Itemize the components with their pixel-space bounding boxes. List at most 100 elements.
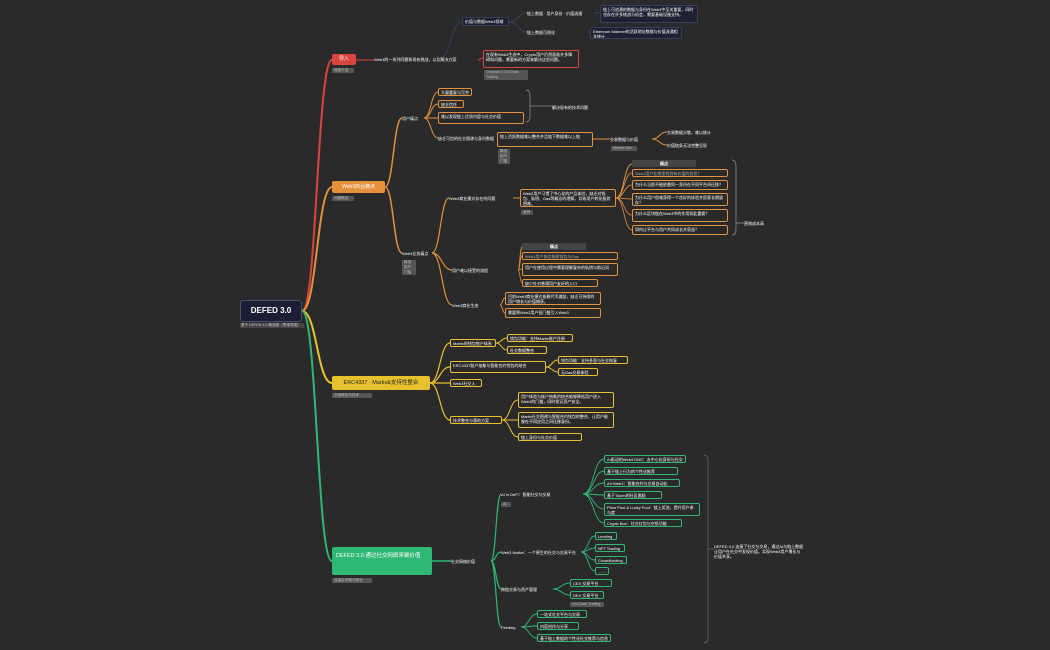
- web3-p1f2-note: Metrics Info: [611, 146, 637, 151]
- defed-d4a[interactable]: 一站式社交平台与交易: [537, 610, 587, 618]
- web3-q6[interactable]: 用户在使用过程中需要理解复杂的私钥与助记词: [522, 263, 618, 276]
- top-a1[interactable]: 链上数据 · 用户身份 · 价值流通: [527, 11, 583, 16]
- web3-p2a-detail: Web2用户习惯了中心化的产品体验，缺乏对钱包、私钥、Gas等概念的理解，导致用…: [520, 189, 616, 207]
- branch-defed[interactable]: DEFED 3.0 通过社交网络来聚价值: [332, 547, 432, 575]
- connector: [477, 57, 484, 61]
- web3-p1[interactable]: 用户痛点: [402, 116, 418, 121]
- branch-erc[interactable]: ERC4337 · Martix&支持性整合: [332, 376, 430, 390]
- connector: [490, 493, 502, 562]
- connector: [582, 493, 605, 510]
- defed-d2a[interactable]: Lending: [595, 532, 617, 540]
- defed-d1f[interactable]: Crypto Box：社交红包与空投功能: [604, 519, 682, 527]
- defed-d2[interactable]: Web3 Native：一个原生的社交与交易平台: [501, 550, 576, 555]
- web3-p1f2[interactable]: 交易数据与价值: [610, 137, 638, 142]
- edge-top: [439, 21, 463, 59]
- web3-p1d[interactable]: 缺乏可信的社交图谱与身份数据: [438, 136, 494, 141]
- connector: [495, 337, 508, 344]
- connector: [615, 197, 633, 231]
- branch-web3[interactable]: Web3商业痛点: [332, 181, 385, 193]
- defed-hub[interactable]: 社交网络价值: [451, 559, 475, 564]
- defed-d1[interactable]: AI in DeFi：智能社交与交易: [501, 492, 551, 497]
- web3-q4[interactable]: 如何让平台与用户共同成长并获益？: [632, 225, 728, 235]
- connector: [431, 252, 453, 306]
- connector: [429, 366, 451, 384]
- connector: [520, 626, 538, 639]
- web3-p1a[interactable]: 大量重复与冗余: [438, 88, 472, 96]
- connector: [384, 117, 403, 188]
- erc-c4c[interactable]: 链上身份与社交价值: [518, 433, 582, 441]
- defed-d1b[interactable]: 基于链上行为的个性化推荐: [604, 467, 678, 475]
- web3-q1[interactable]: 为什么当前不能依靠同一身份在不同平台间迁移？: [632, 180, 728, 190]
- defed-d3[interactable]: 跨链交易与资产管理: [501, 587, 537, 592]
- branch-defed-note: 连接区块链与商业: [332, 578, 372, 583]
- defed-d1d[interactable]: 基于Token的社区激励: [604, 491, 662, 499]
- connector: [580, 547, 596, 553]
- bracket-web3-a: [525, 89, 531, 123]
- branch-erc-note: 方案概览与技术: [332, 393, 372, 398]
- erc-c1b[interactable]: 社交数据整合: [507, 346, 547, 354]
- web3-q0[interactable]: Web3用户在哪里找到有价值的信息？: [632, 169, 728, 177]
- defed-d2b[interactable]: NFT Trading: [595, 544, 625, 552]
- web3-right-a: 解决现有的技术问题: [552, 105, 588, 110]
- erc-c1[interactable]: Martix的钱包账户体系: [450, 339, 496, 347]
- branch-intro[interactable]: 导入: [332, 54, 356, 65]
- defed-d4b[interactable]: 内容创作与分享Trends: [537, 622, 579, 630]
- defed-d3b[interactable]: DEX 交易平台: [570, 591, 604, 599]
- root-node[interactable]: DEFED 3.0: [240, 300, 302, 322]
- edge-root-web3: [301, 186, 333, 312]
- connector: [552, 588, 571, 596]
- edge-root-intro: [301, 59, 333, 312]
- defed-d1e[interactable]: Prize Pool & Lucky Pool：链上奖池，提升用户参与度: [604, 503, 700, 516]
- web3-p2a[interactable]: Web3商业模式存在的问题: [449, 196, 496, 201]
- connector: [651, 138, 668, 146]
- bracket-defed: [703, 454, 709, 644]
- connector: [517, 269, 523, 284]
- connector: [580, 551, 596, 572]
- connector: [552, 582, 571, 590]
- root-note: 基于 DEFED 3.0 概念图（思维导图）: [240, 323, 304, 328]
- web3-p1f-note: 降低用户门槛: [498, 149, 510, 164]
- web3-p2[interactable]: Web3业务痛点: [402, 251, 429, 256]
- connector: [545, 366, 559, 373]
- web3-p1f2a[interactable]: 交易数据分散，难以统计: [667, 130, 711, 135]
- web3-p1f[interactable]: 链上活跃数据难以整合并且链下数据难以上链: [497, 132, 593, 147]
- defed-d1-note: AI: [501, 502, 511, 507]
- top-a2[interactable]: 链上数据可视化: [527, 30, 555, 35]
- web3-q7[interactable]: 缺少针对普通用户友好的入口: [522, 279, 598, 287]
- defed-d4[interactable]: Feeding: [501, 625, 516, 630]
- web3-q2[interactable]: 为什么用户很难获得一个良好的体验并愿意长期留存？: [632, 193, 728, 206]
- web3-p1f2b[interactable]: 价值链条无法完整呈现: [667, 143, 707, 148]
- web3-p2c[interactable]: Web3商业生态: [452, 303, 479, 308]
- defed-d4c[interactable]: 基于链上数据的个性化社交推荐与信息流: [537, 634, 611, 642]
- branch-intro-note: 背景介绍: [332, 68, 354, 73]
- defed-d2c[interactable]: Crowdfunding: [595, 556, 627, 564]
- connector: [615, 163, 633, 199]
- defed-d3-note: On-Chain Trading: [570, 602, 604, 607]
- connector: [499, 304, 506, 314]
- connector: [520, 613, 538, 628]
- erc-c2[interactable]: ERC4337账户抽象与智能合约钱包的结合: [450, 361, 546, 373]
- web3-right-b: 营销成本高: [744, 221, 764, 226]
- erc-c4[interactable]: 技术整合与落地方案: [450, 416, 502, 424]
- edge-root-erc: [301, 310, 333, 384]
- web3-q3[interactable]: 为什么区块链在Web3中的作用如此重要？: [632, 209, 728, 222]
- defed-d1a[interactable]: AI驱动的Web3 DNS：去中心化身份与社交关系: [604, 455, 686, 463]
- defed-d2d[interactable]: ……: [595, 567, 609, 575]
- erc-c2a[interactable]: 钱包功能：支持多签与社交恢复: [558, 356, 628, 364]
- erc-c3[interactable]: Web3社交入口: [450, 379, 482, 387]
- intro-detail: 在现有Web3生态中，Crypto用户仍然面临许多障碍和问题，需要新的方案来解决…: [483, 50, 579, 68]
- erc-c2b[interactable]: 无Gas交易体验: [558, 368, 598, 376]
- top-hub[interactable]: 价值与数据Web3领域: [462, 17, 509, 26]
- web3-p1c[interactable]: 难以发现链上优质内容与社交价值: [438, 112, 524, 124]
- defed-d1c[interactable]: AI+Web3：智能合约与交易自动化: [604, 479, 680, 487]
- web3-p1b[interactable]: 缺乏信任: [438, 100, 464, 108]
- intro-main[interactable]: Web3的一系列问题和现有挑战，以及解决方案: [374, 57, 457, 62]
- defed-d3a[interactable]: CEX 交易平台: [570, 579, 612, 587]
- connector: [495, 342, 508, 351]
- web3-p2b[interactable]: 用户难以接受的流程: [452, 268, 488, 273]
- connector: [582, 458, 605, 495]
- connector: [651, 131, 668, 140]
- erc-c1a[interactable]: 钱包功能：支持Martix账户注册: [507, 334, 573, 342]
- web3-q5[interactable]: Web3用户体验依赖钱包与Gas: [522, 252, 618, 260]
